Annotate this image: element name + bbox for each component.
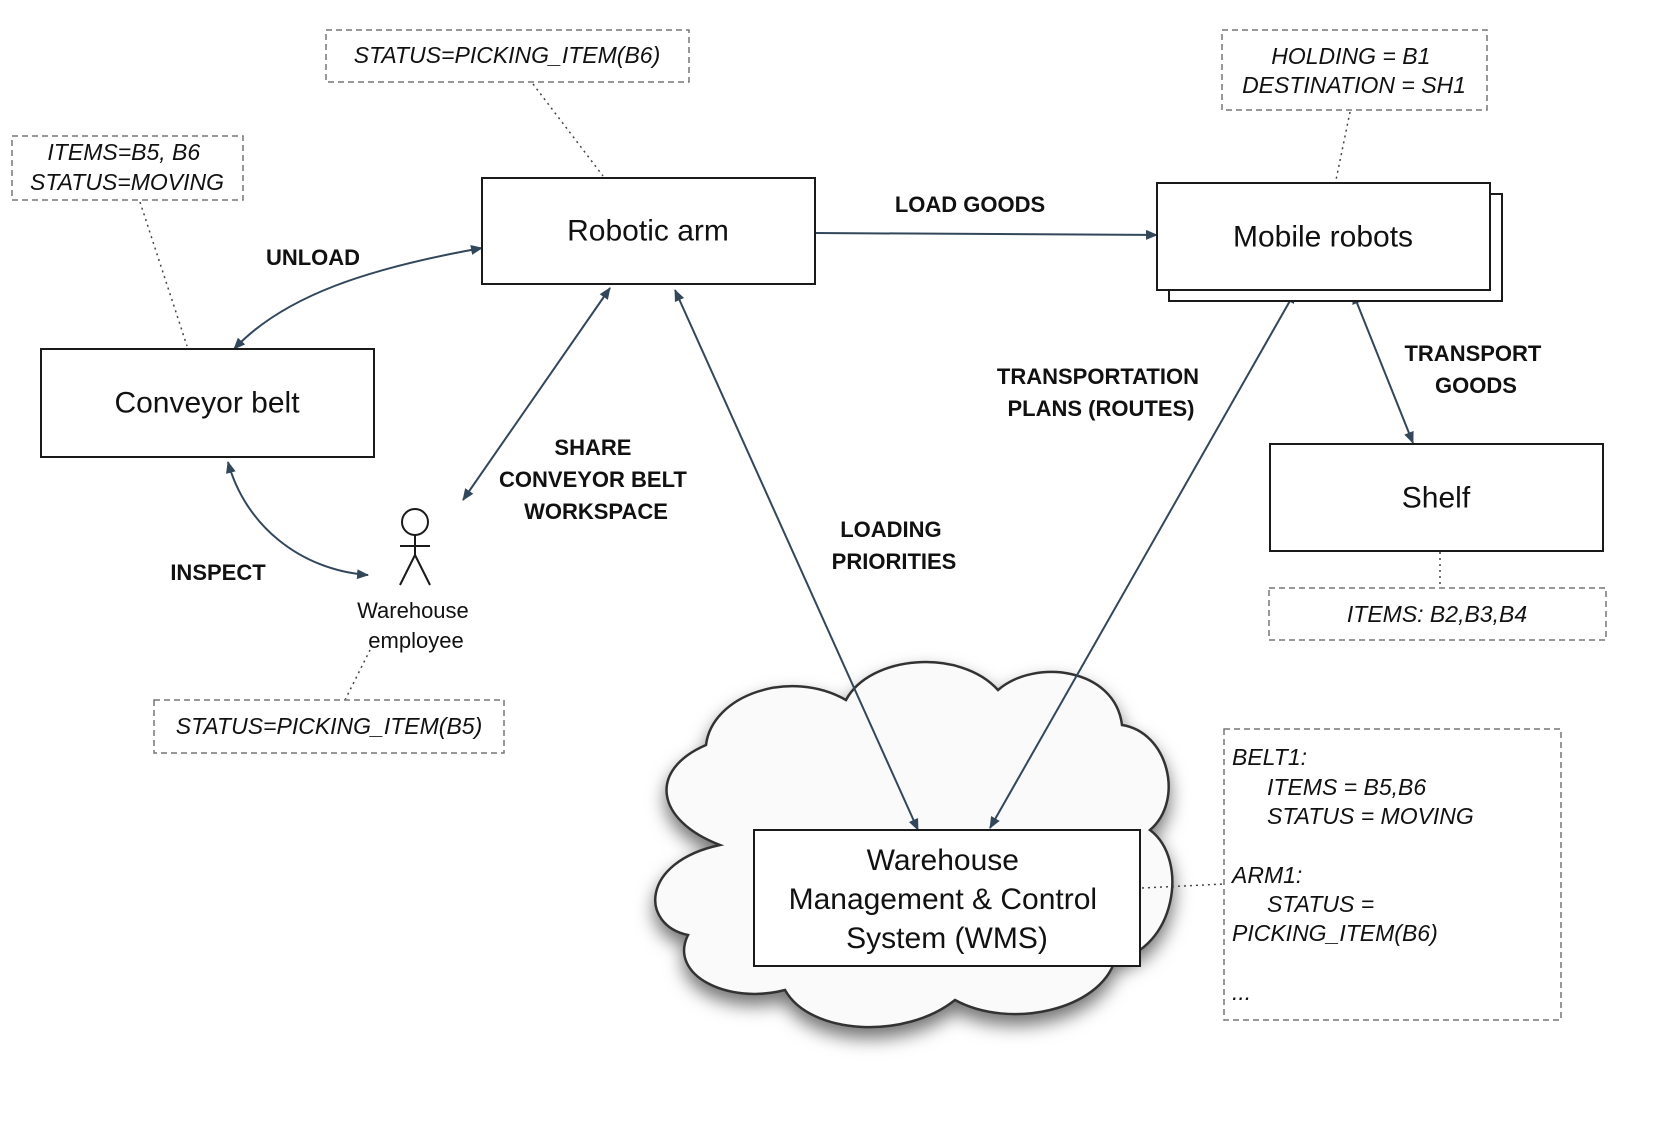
edge-transport-goods [1352, 292, 1414, 444]
connector-belt-state [139, 201, 188, 347]
label-loading-priorities: LOADING PRIORITIES [832, 517, 957, 574]
actor-label-line: Warehouse [357, 598, 469, 623]
node-label: Mobile robots [1233, 221, 1413, 254]
connector-arm-status [532, 83, 604, 177]
edge-label-line: SHARE [554, 435, 631, 460]
label-inspect: INSPECT [170, 560, 266, 585]
label-unload: UNLOAD [266, 245, 360, 270]
node-mobile-robots: Mobile robots [1156, 182, 1503, 302]
edge-label-line: INSPECT [170, 560, 266, 585]
node-label: Shelf [1402, 482, 1471, 515]
label-load-goods: LOAD GOODS [895, 192, 1045, 217]
note-line: STATUS=MOVING [30, 169, 224, 195]
node-label: Warehouse Management & Control System (W… [789, 844, 1106, 955]
edge-label-line: LOAD GOODS [895, 192, 1045, 217]
note-text: HOLDING = B1 DESTINATION = SH1 [1242, 43, 1466, 98]
edge-label-line: UNLOAD [266, 245, 360, 270]
edge-label-line: LOADING [840, 517, 941, 542]
note-line: DESTINATION = SH1 [1242, 72, 1466, 98]
node-shelf: Shelf [1269, 443, 1604, 552]
node-label: Robotic arm [567, 215, 729, 248]
note-line: STATUS = [1267, 891, 1374, 917]
note-text: ITEMS=B5, B6 STATUS=MOVING [30, 139, 224, 195]
note-line: STATUS=PICKING_ITEM(B5) [176, 713, 483, 739]
note-line: ITEMS = B5,B6 [1267, 774, 1426, 800]
note-wms-state: BELT1: ITEMS = B5,B6 STATUS = MOVING ARM… [1223, 728, 1562, 1021]
connector-employee-status [344, 649, 371, 701]
note-text: BELT1: ITEMS = B5,B6 STATUS = MOVING ARM… [1230, 744, 1480, 1005]
connector-robot-state [1335, 111, 1351, 181]
connector-wms-state [1141, 883, 1225, 889]
stick-figure-icon [399, 508, 431, 586]
edge-load-goods [814, 229, 1158, 240]
edge-label-line: TRANSPORT [1404, 341, 1541, 366]
wms-label-line: Management & Control [789, 883, 1098, 916]
actor-label-line: employee [368, 628, 463, 653]
edge-label-line: GOODS [1435, 373, 1517, 398]
note-line: HOLDING = B1 [1271, 43, 1430, 69]
actor-warehouse-employee: Warehouse employee [357, 508, 475, 653]
note-arm-status: STATUS=PICKING_ITEM(B6) [325, 29, 690, 83]
label-transportation-plans: TRANSPORTATION PLANS (ROUTES) [997, 364, 1205, 421]
wms-label-line: System (WMS) [846, 922, 1048, 955]
actor-label: Warehouse employee [357, 598, 475, 653]
note-robot-state: HOLDING = B1 DESTINATION = SH1 [1221, 29, 1488, 111]
note-line: ARM1: [1230, 862, 1302, 888]
edge-label-line: WORKSPACE [524, 499, 668, 524]
note-line: STATUS = MOVING [1267, 803, 1474, 829]
edge-label-line: PRIORITIES [832, 549, 957, 574]
edge-label-line: CONVEYOR BELT [499, 467, 687, 492]
edge-loading-priorities [674, 289, 919, 831]
node-wms: Warehouse Management & Control System (W… [753, 829, 1141, 967]
edge-label-line: TRANSPORTATION [997, 364, 1199, 389]
edge-share-workspace [462, 287, 611, 501]
note-line: BELT1: [1232, 744, 1307, 770]
note-line: PICKING_ITEM(B6) [1232, 920, 1438, 946]
label-transport-goods: TRANSPORT GOODS [1404, 341, 1547, 398]
note-shelf-items: ITEMS: B2,B3,B4 [1268, 587, 1607, 641]
node-label: Conveyor belt [114, 387, 300, 420]
wms-label-line: Warehouse [867, 844, 1019, 877]
note-line: ... [1232, 979, 1251, 1005]
note-employee-status: STATUS=PICKING_ITEM(B5) [153, 699, 505, 754]
edge-unload [233, 245, 483, 350]
label-share-workspace: SHARE CONVEYOR BELT WORKSPACE [499, 435, 693, 524]
edge-label-line: PLANS (ROUTES) [1008, 396, 1195, 421]
edge-transportation-plans [989, 291, 1296, 829]
node-conveyor-belt: Conveyor belt [40, 348, 375, 458]
note-line: ITEMS: B2,B3,B4 [1347, 601, 1527, 627]
note-line: STATUS=PICKING_ITEM(B6) [354, 42, 661, 68]
edge-inspect [226, 461, 369, 580]
note-line: ITEMS=B5, B6 [47, 139, 200, 165]
node-robotic-arm: Robotic arm [481, 177, 816, 285]
note-belt-state: ITEMS=B5, B6 STATUS=MOVING [11, 135, 244, 201]
